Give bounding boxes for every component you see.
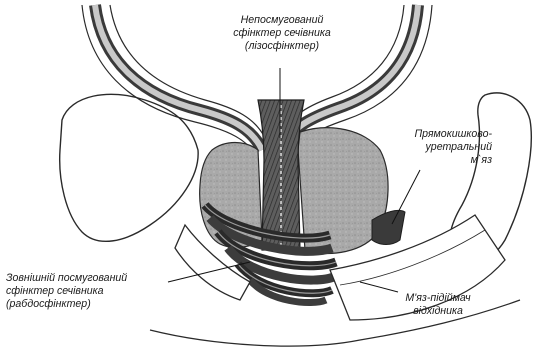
label-internal-sphincter-line3: (лізосфінктер) [222,40,342,53]
label-external-sphincter-line1: Зовнішній посмугований [6,272,176,285]
left-pelvic-bone [60,94,198,241]
leader-rectourethral [392,170,420,224]
label-external-sphincter: Зовнішній посмугований сфінктер сечівник… [6,272,176,311]
label-external-sphincter-line3: (рабдосфінктер) [6,298,176,311]
label-external-sphincter-line2: сфінктер сечівника [6,285,176,298]
label-rectourethral-line2: уретральний [370,141,492,154]
label-rectourethral-line1: Прямокишково- [370,128,492,141]
label-levator-ani: М'яз-підіймач відхідника [390,292,486,318]
label-internal-sphincter: Непосмугований сфінктер сечівника (лізос… [222,14,342,53]
label-internal-sphincter-line2: сфінктер сечівника [222,27,342,40]
label-rectourethral: Прямокишково- уретральний м`яз [370,128,492,167]
label-levator-ani-line1: М'яз-підіймач [390,292,486,305]
label-internal-sphincter-line1: Непосмугований [222,14,342,27]
label-rectourethral-line3: м`яз [370,154,492,167]
label-levator-ani-line2: відхідника [390,305,486,318]
